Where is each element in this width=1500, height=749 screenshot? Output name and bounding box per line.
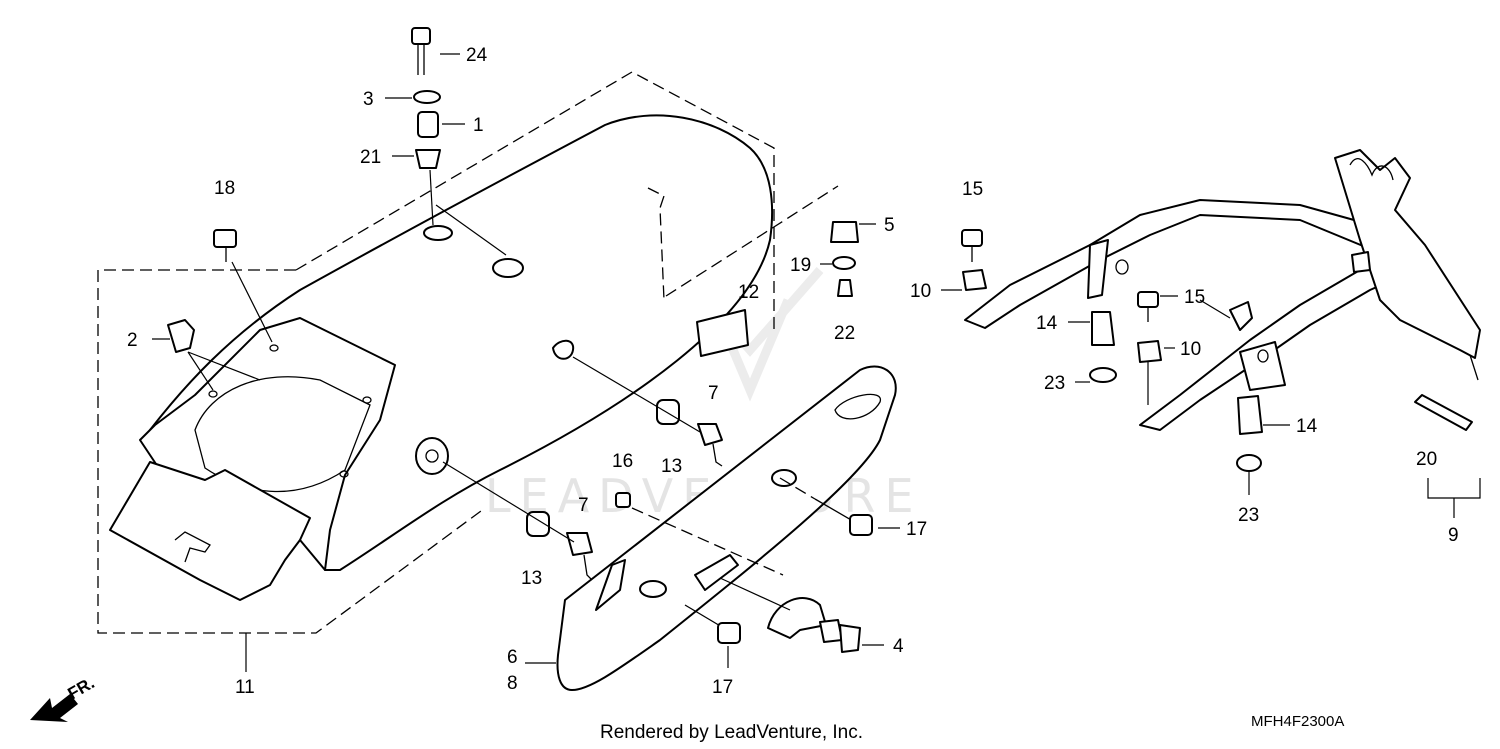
- callout-6: 6: [507, 647, 518, 668]
- helmet-lock: [719, 577, 884, 653]
- callout-16: 16: [612, 451, 633, 472]
- grab-rail: [964, 149, 1481, 431]
- callout-4: 4: [893, 636, 904, 657]
- callout-20: 20: [1416, 449, 1437, 470]
- side-rail: [525, 365, 897, 691]
- callout-13-lower: 13: [521, 568, 542, 589]
- front-direction-indicator: FR.: [30, 673, 98, 722]
- callout-17-upper: 17: [906, 519, 927, 540]
- callout-12: 12: [738, 282, 759, 303]
- callout-2: 2: [127, 330, 138, 351]
- callout-18: 18: [214, 178, 235, 199]
- callout-9: 9: [1448, 525, 1459, 546]
- callout-15-right: 15: [1184, 287, 1205, 308]
- callout-14-left: 14: [1036, 313, 1058, 334]
- emblem-12: [696, 309, 749, 357]
- rail-hardware: [961, 229, 1371, 472]
- callout-24: 24: [466, 45, 488, 66]
- callout-3: 3: [363, 89, 374, 110]
- rear-fender: [109, 114, 774, 601]
- diagram-code: MFH4F2300A: [1251, 713, 1344, 730]
- rubber-mount-upper: [572, 356, 723, 467]
- bolt-17-lower: [684, 604, 741, 668]
- rendered-by-text: Rendered by LeadVenture, Inc.: [600, 722, 863, 743]
- assembly-11-outline: [97, 71, 775, 672]
- callout-23-left: 23: [1044, 373, 1065, 394]
- callout-17-lower: 17: [712, 677, 733, 698]
- rubber-mount-lower: [442, 461, 593, 581]
- pin-20: [1414, 394, 1481, 518]
- callout-14-right: 14: [1296, 416, 1318, 437]
- callout-8: 8: [507, 673, 518, 694]
- callout-labels: 24 3 1 21 18 2 11 5 19 22 12 7 13 16 7 1…: [127, 45, 1459, 698]
- callout-22: 22: [834, 323, 855, 344]
- callout-15-left: 15: [962, 179, 983, 200]
- callout-19: 19: [790, 255, 811, 276]
- bolt-16: [615, 492, 784, 576]
- callout-13-upper: 13: [661, 456, 682, 477]
- bolt-18: [213, 229, 273, 343]
- callout-10-left: 10: [910, 281, 931, 302]
- callout-23-right: 23: [1238, 505, 1259, 526]
- callout-1: 1: [473, 115, 484, 136]
- callout-21: 21: [360, 147, 381, 168]
- callout-10-right: 10: [1180, 339, 1201, 360]
- bolt-17-upper: [779, 477, 900, 536]
- callout-7-lower: 7: [578, 495, 589, 516]
- callout-7-upper: 7: [708, 383, 719, 404]
- cushion-stack: [830, 221, 876, 297]
- fastener-stack: [411, 27, 507, 256]
- callout-leaders: [385, 53, 1290, 495]
- callout-5: 5: [884, 215, 895, 236]
- callout-11: 11: [235, 677, 255, 698]
- clip-2: [152, 319, 261, 391]
